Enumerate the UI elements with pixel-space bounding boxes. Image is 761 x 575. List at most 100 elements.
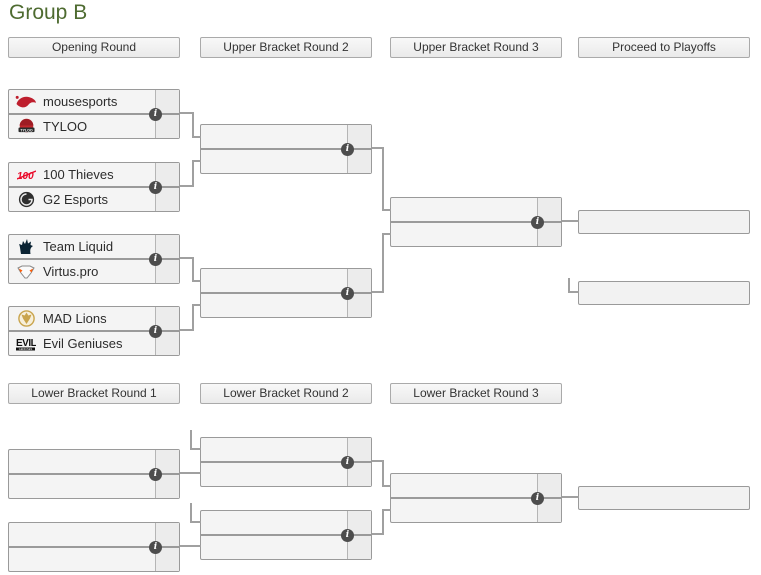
header-proceed-playoffs: Proceed to Playoffs <box>578 37 750 58</box>
connector-line <box>382 485 391 487</box>
team-row-team-liquid[interactable]: Team Liquid <box>9 235 179 258</box>
connector-line <box>180 257 194 259</box>
team-name: mousesports <box>43 94 118 109</box>
team-name: 100 Thieves <box>43 167 114 182</box>
connector-line <box>562 220 579 222</box>
score-cell <box>155 548 179 571</box>
score-cell <box>347 463 371 486</box>
info-icon[interactable]: i <box>341 456 354 469</box>
match-lower-r1-1: i <box>8 449 180 499</box>
empty-team-row <box>201 148 371 173</box>
match-lower-r1-2: i <box>8 522 180 572</box>
empty-team-row <box>201 511 371 534</box>
score-cell <box>155 332 179 355</box>
team-row-mousesports[interactable]: mousesports <box>9 90 179 113</box>
info-icon[interactable]: i <box>341 529 354 542</box>
team-name: Virtus.pro <box>43 264 99 279</box>
score-cell <box>155 188 179 211</box>
connector-line <box>372 460 384 462</box>
team-row-mad-lions[interactable]: MAD Lions <box>9 307 179 330</box>
connector-line <box>180 329 194 331</box>
score-cell <box>537 223 561 246</box>
info-icon[interactable]: i <box>149 468 162 481</box>
team-name: MAD Lions <box>43 311 107 326</box>
score-cell <box>155 450 179 473</box>
virtus-pro-logo <box>9 265 43 279</box>
connector-line <box>192 112 194 138</box>
score-cell <box>155 475 179 498</box>
score-cell <box>155 307 179 330</box>
connector-line <box>382 233 384 293</box>
empty-team-row <box>391 198 561 221</box>
team-name: TYLOO <box>43 119 88 134</box>
score-cell <box>155 523 179 546</box>
team-row-100-thieves[interactable]: 100 100 Thieves <box>9 163 179 186</box>
team-row-virtus-pro[interactable]: Virtus.pro <box>9 258 179 283</box>
score-cell <box>347 511 371 534</box>
info-icon[interactable]: i <box>149 541 162 554</box>
connector-line <box>562 496 579 498</box>
connector-line <box>190 503 192 523</box>
info-icon[interactable]: i <box>149 181 162 194</box>
connector-line <box>192 257 194 282</box>
connector-line <box>190 448 201 450</box>
connector-line <box>568 278 570 293</box>
match-opening-1: mousesports TYLOO TYLOO i <box>8 89 180 139</box>
empty-team-row <box>391 474 561 497</box>
header-opening-round: Opening Round <box>8 37 180 58</box>
header-upper-round-2: Upper Bracket Round 2 <box>200 37 372 58</box>
info-icon[interactable]: i <box>149 253 162 266</box>
score-cell <box>537 499 561 522</box>
connector-line <box>382 460 384 487</box>
svg-text:EVIL: EVIL <box>16 338 36 349</box>
info-icon[interactable]: i <box>341 287 354 300</box>
connector-line <box>568 291 579 293</box>
match-upper-r2-1: i <box>200 124 372 174</box>
connector-line <box>192 304 194 331</box>
connector-line <box>180 185 194 187</box>
match-lower-r3: i <box>390 473 562 523</box>
connector-line <box>382 209 391 211</box>
connector-line <box>190 521 201 523</box>
connector-line <box>372 291 384 293</box>
header-lower-round-3: Lower Bracket Round 3 <box>390 383 562 404</box>
connector-line <box>192 280 201 282</box>
connector-line <box>180 545 201 547</box>
match-upper-r3: i <box>390 197 562 247</box>
score-cell <box>155 115 179 138</box>
team-name: Evil Geniuses <box>43 336 123 351</box>
empty-team-row <box>201 292 371 317</box>
match-opening-2: 100 100 Thieves G2 Esports i <box>8 162 180 212</box>
empty-team-row <box>201 125 371 148</box>
empty-team-row <box>201 438 371 461</box>
team-name: G2 Esports <box>43 192 109 207</box>
tyloo-logo: TYLOO <box>9 118 43 135</box>
info-icon[interactable]: i <box>531 216 544 229</box>
connector-line <box>192 136 201 138</box>
team-liquid-logo <box>9 238 43 255</box>
score-cell <box>155 163 179 186</box>
info-icon[interactable]: i <box>149 108 162 121</box>
page-title: Group B <box>9 1 88 24</box>
match-lower-r2-2: i <box>200 510 372 560</box>
empty-team-row <box>9 473 179 498</box>
lower-winner-slot <box>578 486 750 510</box>
info-icon[interactable]: i <box>149 325 162 338</box>
team-row-tyloo[interactable]: TYLOO TYLOO <box>9 113 179 138</box>
info-icon[interactable]: i <box>341 143 354 156</box>
svg-text:GENIUSES: GENIUSES <box>19 347 33 351</box>
team-row-g2-esports[interactable]: G2 Esports <box>9 186 179 211</box>
playoff-slot-1 <box>578 210 750 234</box>
score-cell <box>155 90 179 113</box>
header-upper-round-3: Upper Bracket Round 3 <box>390 37 562 58</box>
info-icon[interactable]: i <box>531 492 544 505</box>
mad-lions-logo <box>9 310 43 327</box>
empty-team-row <box>9 546 179 571</box>
svg-text:100: 100 <box>17 171 34 182</box>
score-cell <box>155 235 179 258</box>
empty-team-row <box>9 450 179 473</box>
